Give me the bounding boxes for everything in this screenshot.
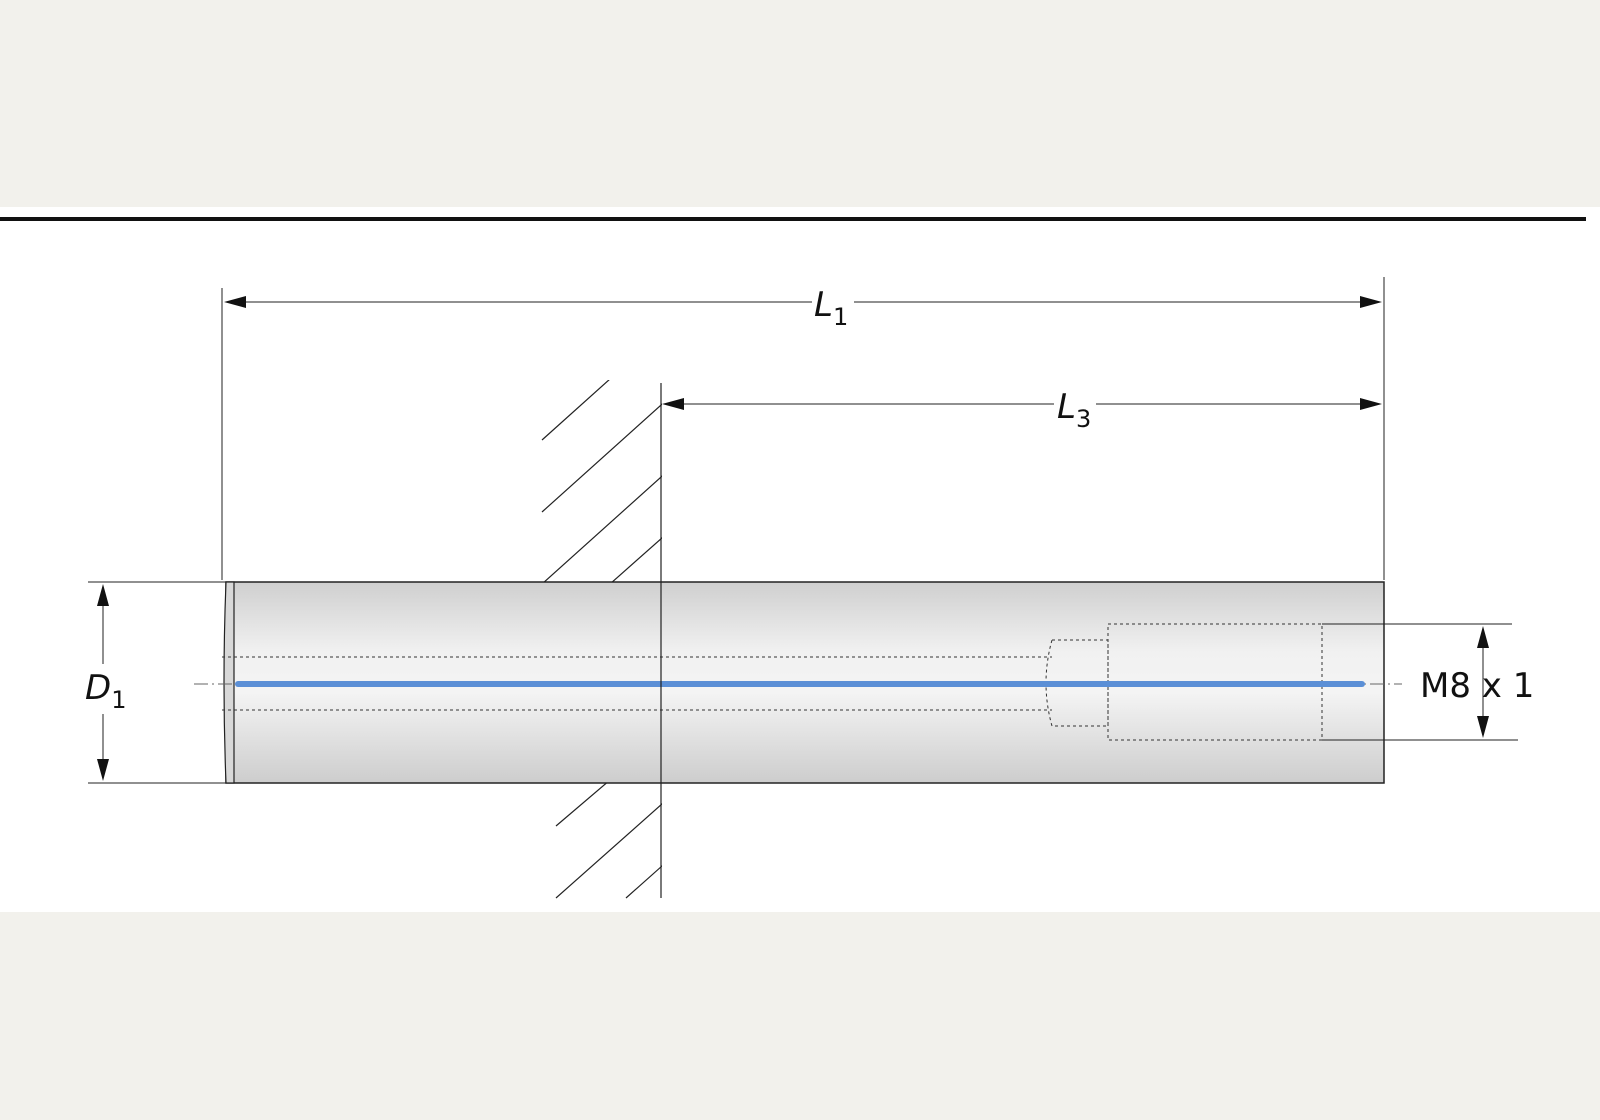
dimension-l3-label: L3 bbox=[1057, 387, 1091, 433]
dimension-l1 bbox=[224, 296, 1382, 308]
dimension-d1-label: D1 bbox=[85, 668, 126, 714]
extension-lines bbox=[88, 277, 1518, 784]
dimension-d1 bbox=[97, 584, 109, 781]
holder-wall bbox=[541, 380, 662, 899]
dimension-thread bbox=[1477, 626, 1489, 738]
dimension-l1-label: L1 bbox=[814, 285, 848, 331]
thread-label: M8 x 1 bbox=[1420, 666, 1534, 706]
dimension-l3 bbox=[662, 398, 1382, 410]
drawing-panel bbox=[0, 207, 1600, 912]
